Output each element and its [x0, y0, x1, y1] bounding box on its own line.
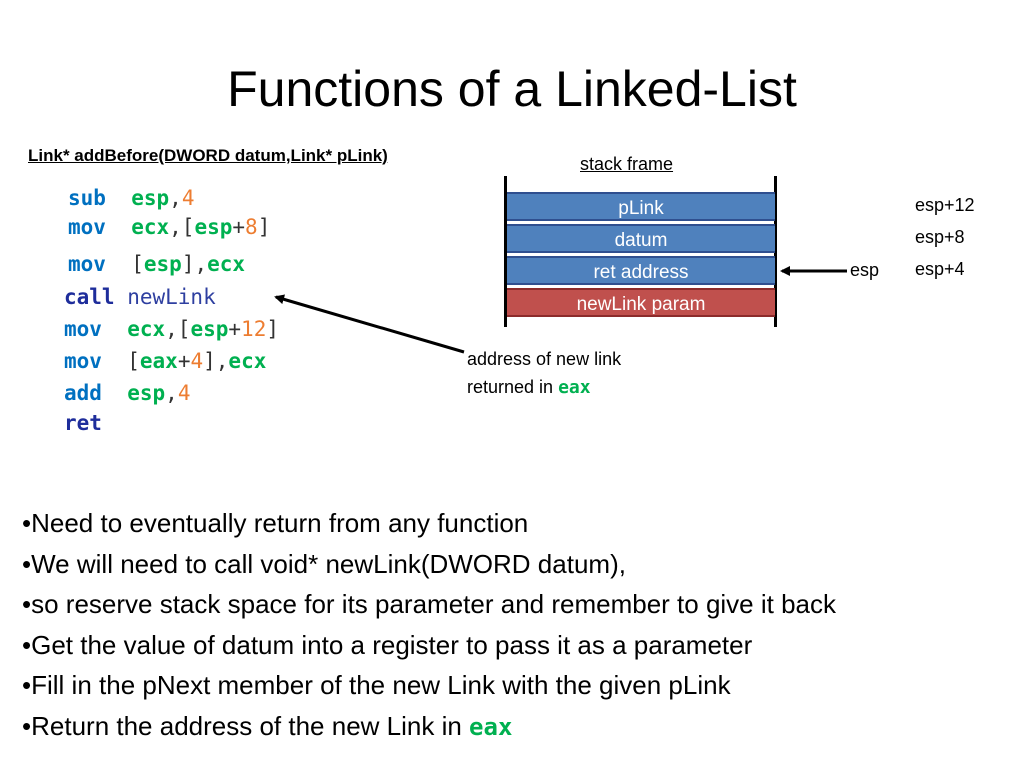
slide-title: Functions of a Linked-List — [227, 61, 797, 117]
offset-esp-8: esp+8 — [915, 227, 965, 247]
return-note-register: eax — [558, 377, 591, 398]
number: 12 — [241, 317, 267, 341]
punctuation: [ — [131, 252, 144, 276]
number: 4 — [190, 349, 204, 373]
punctuation: [ — [127, 349, 140, 373]
opcode: mov — [68, 215, 132, 239]
punctuation: ] — [266, 317, 279, 341]
opcode: sub — [68, 186, 132, 210]
function-name: newLink — [127, 285, 216, 309]
register: ecx — [131, 215, 170, 239]
register: esp — [190, 317, 229, 341]
return-note-arrow — [274, 294, 465, 354]
number: 4 — [181, 186, 195, 210]
code-line-2: mov ecx,[esp+8] — [68, 213, 270, 242]
register: esp — [131, 186, 170, 210]
register: ecx — [127, 317, 166, 341]
punctuation: + — [228, 317, 242, 341]
stack-slot-ret-address: ret address — [507, 256, 775, 285]
punctuation: ] — [257, 215, 271, 239]
bullet-item: Return the address of the new Link in ea… — [22, 706, 836, 748]
bullet-item: Get the value of datum into a register t… — [22, 625, 836, 666]
code-line-8: ret — [64, 409, 127, 438]
punctuation: ], — [203, 349, 229, 373]
code-line-3: mov [esp],ecx — [68, 250, 245, 279]
stack-left-wall — [504, 176, 507, 327]
code-line-5: mov ecx,[esp+12] — [64, 315, 279, 344]
number: 8 — [245, 215, 258, 239]
opcode: mov — [64, 349, 128, 373]
punctuation: + — [232, 215, 246, 239]
stack-right-wall — [774, 176, 777, 327]
punctuation: , — [165, 381, 178, 405]
bullet-item: so reserve stack space for its parameter… — [22, 584, 836, 625]
opcode: mov — [68, 252, 132, 276]
stack-slot-plink: pLink — [507, 192, 775, 221]
bullet-list: Need to eventually return from any funct… — [22, 503, 836, 747]
punctuation: + — [177, 349, 191, 373]
bullet-item: Need to eventually return from any funct… — [22, 503, 836, 544]
function-signature: Link* addBefore(DWORD datum,Link* pLink) — [28, 146, 388, 165]
punctuation: , — [169, 186, 182, 210]
bullet-register: eax — [469, 712, 513, 741]
code-line-7: add esp,4 — [64, 379, 190, 408]
code-line-6: mov [eax+4],ecx — [64, 347, 266, 376]
opcode: add — [64, 381, 128, 405]
register: esp — [143, 252, 182, 276]
stack-slot-newlink-param: newLink param — [507, 288, 775, 317]
opcode: call — [64, 285, 128, 309]
esp-pointer-label: esp — [850, 260, 880, 280]
opcode: mov — [64, 317, 128, 341]
bullet-item: We will need to call void* newLink(DWORD… — [22, 544, 836, 585]
stack-slot-datum: datum — [507, 224, 775, 253]
register: ecx — [207, 252, 246, 276]
offset-esp-4: esp+4 — [915, 259, 965, 279]
offset-esp-12: esp+12 — [915, 195, 975, 215]
return-note-line1: address of new link — [467, 349, 622, 369]
register: esp — [194, 215, 233, 239]
code-line-4: call newLink — [64, 283, 216, 312]
return-note-line2: returned in eax — [467, 373, 621, 402]
register: ecx — [228, 349, 267, 373]
return-note: address of new link returned in eax — [467, 345, 621, 402]
opcode: ret — [64, 411, 128, 435]
punctuation: ,[ — [169, 215, 195, 239]
register: eax — [139, 349, 178, 373]
punctuation: ,[ — [165, 317, 191, 341]
bullet-item: Fill in the pNext member of the new Link… — [22, 665, 836, 706]
register: esp — [127, 381, 166, 405]
code-line-1: sub esp,4 — [68, 184, 194, 213]
stack-frame-label: stack frame — [580, 154, 674, 174]
punctuation: ], — [181, 252, 208, 276]
return-note-prefix: returned in — [467, 377, 559, 397]
number: 4 — [177, 381, 191, 405]
